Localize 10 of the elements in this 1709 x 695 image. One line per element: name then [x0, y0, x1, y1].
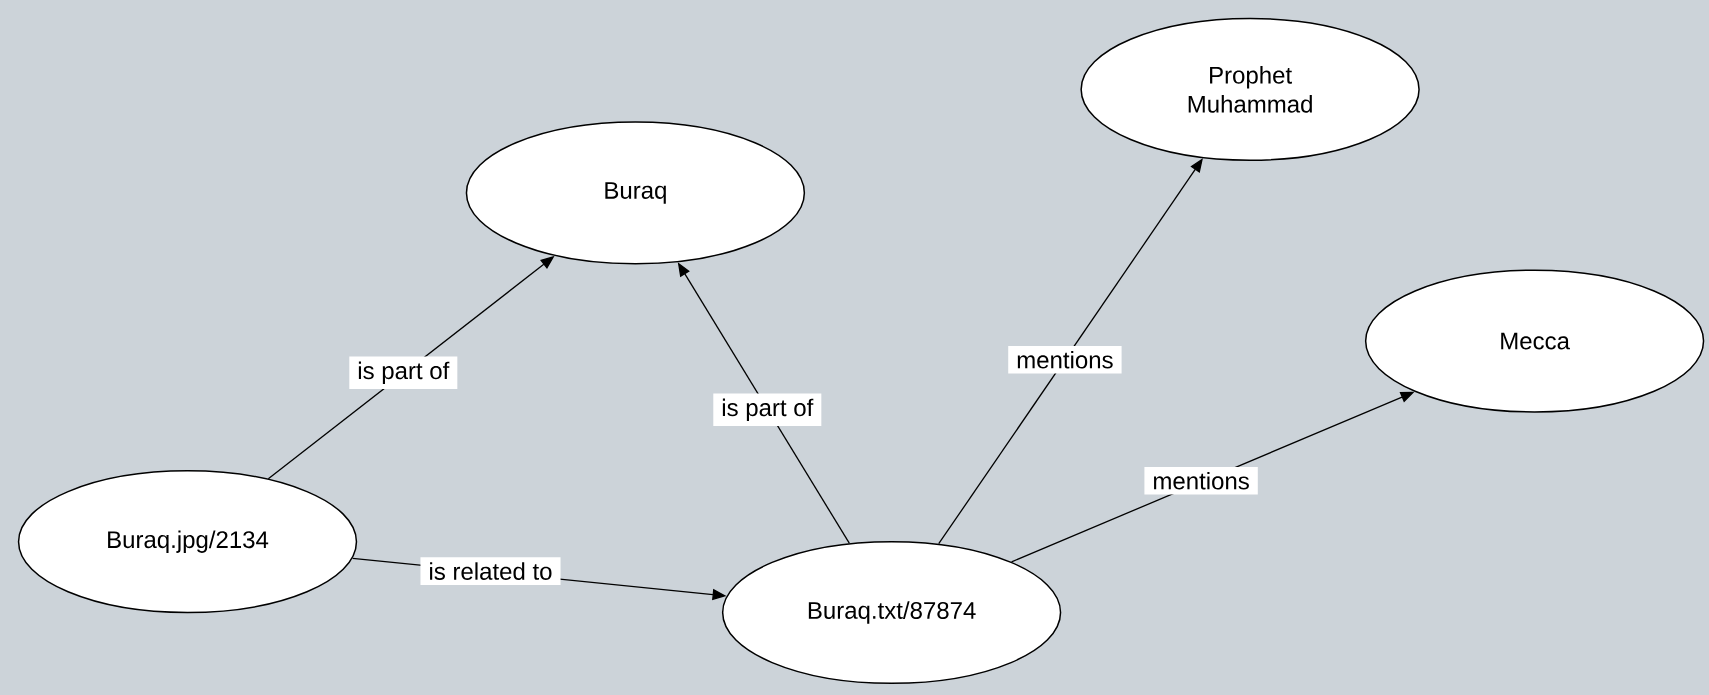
ellipse-node: Buraq.jpg/2134 [17, 470, 358, 614]
ellipse-node: Prophet Muhammad [1080, 17, 1420, 161]
ellipse-node: Mecca [1364, 269, 1705, 413]
edge-label: mentions [1144, 466, 1258, 495]
edge-label: is part of [713, 393, 822, 426]
edge-label: mentions [1008, 345, 1122, 374]
edge-label: is related to [420, 557, 561, 585]
ellipse-node: Buraq [465, 121, 806, 265]
ellipse-node: Buraq.txt/87874 [721, 540, 1062, 685]
edge-label: is part of [349, 356, 458, 389]
